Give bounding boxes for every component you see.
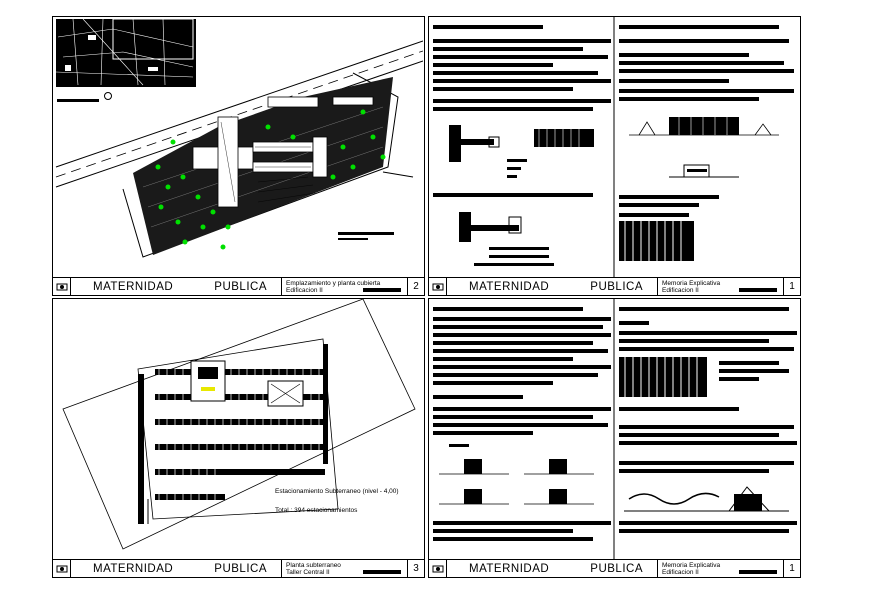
sheet-title: Memoria Explicativa [662,561,721,569]
parking-total-note: Total : 394 estacionamientos [275,507,358,514]
sheet-subtitle: Edificacion II [662,286,699,294]
sheet-number: 1 [789,281,795,292]
north-arrow-icon [104,92,112,100]
sheet-title: Planta subterraneo [286,561,341,569]
sheet-subtitle: Edificacion II [662,568,699,576]
project-name: MATERNIDAD [93,562,174,575]
project-name: MATERNIDAD [469,280,550,293]
project-subject: PUBLICA [214,562,267,575]
parking-level-note: Estacionamiento Subterraneo (nivel - 4,0… [275,488,399,495]
memoria-text-page [433,299,797,561]
project-subject: PUBLICA [590,562,643,575]
sheet-site-plan: MATERNIDAD PUBLICA Emplazamiento y planta… [52,16,425,296]
sheet-number: 2 [413,281,419,292]
logo-icon [432,565,443,572]
site-plan-drawing [55,18,423,258]
logo-icon [56,565,67,572]
sheet-subtitle: Taller Central II [286,568,330,576]
sheet-parking-plan: Estacionamiento Subterraneo (nivel - 4,0… [52,298,425,578]
sheet-title: Emplazamiento y planta cubierta [286,279,381,287]
memoria-text-page [433,17,794,279]
sheet-number: 3 [413,563,419,574]
logo-icon [56,283,67,290]
project-name: MATERNIDAD [93,280,174,293]
parking-plan-drawing [62,299,416,550]
title-block: MATERNIDAD PUBLICA Emplazamiento y planta… [53,277,424,295]
project-subject: PUBLICA [214,280,267,293]
project-name: MATERNIDAD [469,562,550,575]
project-subject: PUBLICA [590,280,643,293]
sheet-number: 1 [789,563,795,574]
logo-icon [432,283,443,290]
sheet-subtitle: Edificacion II [286,286,323,294]
sheet-title: Memoria Explicativa [662,279,721,287]
